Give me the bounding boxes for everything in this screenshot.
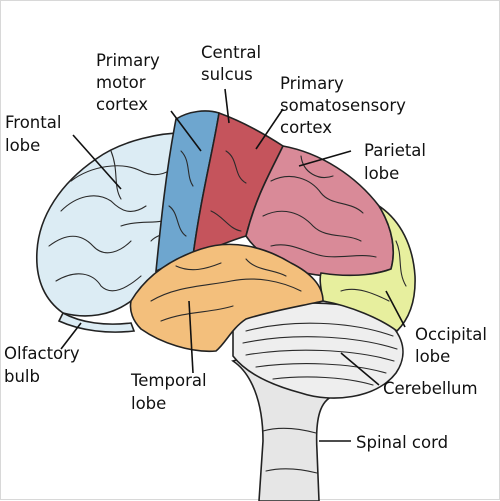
central-sulcus-label: Central sulcus bbox=[201, 43, 266, 84]
temporal-lobe-label: Temporal lobe bbox=[130, 371, 212, 413]
primary-motor-cortex-label: Primary motor cortex bbox=[96, 51, 165, 114]
olfactory-bulb-label: Olfactory bulb bbox=[4, 344, 85, 386]
parietal-lobe-label: Parietal lobe bbox=[364, 141, 431, 183]
cerebellum-label: Cerebellum bbox=[383, 379, 478, 398]
primary-somatosensory-cortex-label: Primary somatosensory cortex bbox=[280, 74, 411, 137]
spinal-cord-label: Spinal cord bbox=[356, 433, 448, 452]
leader-lines bbox=[60, 88, 406, 442]
temporal-lobe-region bbox=[129, 243, 324, 353]
occipital-lobe-label: Occipital lobe bbox=[415, 325, 492, 366]
frontal-lobe-label: Frontal lobe bbox=[5, 113, 67, 155]
